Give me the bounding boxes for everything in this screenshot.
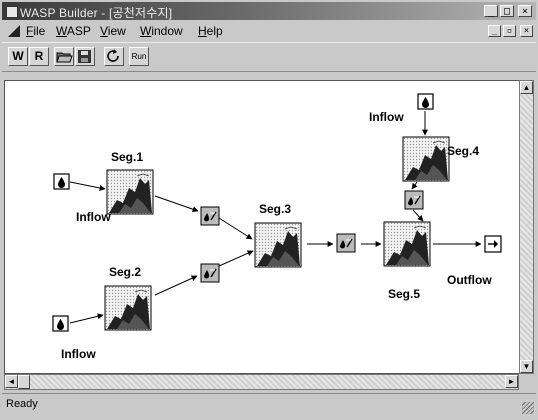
horizontal-scroll-thumb[interactable] xyxy=(18,375,30,389)
segment-2-label: Seg.2 xyxy=(109,265,141,279)
window-title: WASP Builder - [공천저수지] xyxy=(20,6,173,20)
diagram-svg: Seg.1 Seg.2 Seg.3 Seg.4 Seg.5 Inflow Inf… xyxy=(52,93,502,361)
scroll-left-button[interactable]: ◄ xyxy=(5,375,18,388)
maximize-button[interactable]: □ xyxy=(500,5,514,17)
outflow-label: Outflow xyxy=(447,273,492,287)
segment-2-icon[interactable] xyxy=(104,285,152,331)
inflow-2-label: Inflow xyxy=(61,347,96,361)
toolbar: W R Run xyxy=(2,42,536,72)
scroll-down-button[interactable]: ▼ xyxy=(520,360,533,373)
save-button[interactable] xyxy=(75,47,95,66)
save-disk-icon xyxy=(78,50,91,63)
segment-5-icon[interactable] xyxy=(383,221,431,267)
doc-minimize-button[interactable]: _ xyxy=(488,25,501,37)
exchange-link-3-icon[interactable] xyxy=(336,233,356,253)
segment-3-label: Seg.3 xyxy=(259,202,291,216)
status-text: Ready xyxy=(6,398,38,410)
segment-4-label: Seg.4 xyxy=(447,144,479,158)
inflow-3-label: Inflow xyxy=(369,110,404,124)
scrollbar-corner xyxy=(519,374,534,390)
close-button[interactable]: × xyxy=(518,5,532,17)
diagram-canvas[interactable]: Seg.1 Seg.2 Seg.3 Seg.4 Seg.5 Inflow Inf… xyxy=(4,80,520,374)
segment-1-icon[interactable] xyxy=(106,169,154,215)
exchange-link-1-icon[interactable] xyxy=(200,206,220,226)
refresh-button[interactable] xyxy=(104,47,124,66)
vertical-scrollbar[interactable]: ▲ ▼ xyxy=(519,80,534,374)
resize-grip-icon[interactable] xyxy=(522,402,534,414)
doc-close-button[interactable]: × xyxy=(520,25,533,37)
title-bar[interactable]: WASP Builder - [공천저수지] _ □ × xyxy=(2,2,536,20)
toolbar-w-button[interactable]: W xyxy=(8,47,28,66)
menu-bar: File WASP View Window Help _ ▫ × xyxy=(2,21,536,41)
inflow-2-icon[interactable] xyxy=(52,315,69,332)
segment-4-icon[interactable] xyxy=(402,136,450,182)
open-button[interactable] xyxy=(54,47,74,66)
refresh-icon xyxy=(107,49,119,62)
exchange-link-2-icon[interactable] xyxy=(200,263,220,283)
menu-window[interactable]: Window xyxy=(140,24,183,38)
status-bar: Ready xyxy=(2,393,536,416)
menu-wasp[interactable]: WASP xyxy=(56,24,91,38)
inflow-3-icon[interactable] xyxy=(417,93,434,110)
exchange-link-4-icon[interactable] xyxy=(404,190,424,210)
menu-file[interactable]: File xyxy=(26,24,46,38)
horizontal-scrollbar[interactable]: ◄ ► xyxy=(4,374,519,390)
open-folder-icon xyxy=(56,52,73,63)
minimize-button[interactable]: _ xyxy=(484,5,498,17)
segment-5-label: Seg.5 xyxy=(388,287,420,301)
inflow-1-icon[interactable] xyxy=(53,173,70,190)
menu-view[interactable]: View xyxy=(100,24,126,38)
segment-1-label: Seg.1 xyxy=(111,150,143,164)
menu-help[interactable]: Help xyxy=(198,24,223,38)
outflow-icon[interactable] xyxy=(484,235,502,253)
inflow-1-label: Inflow xyxy=(76,210,111,224)
toolbar-r-button[interactable]: R xyxy=(29,47,49,66)
segment-3-icon[interactable] xyxy=(254,222,302,268)
scroll-right-button[interactable]: ► xyxy=(505,375,518,388)
scroll-up-button[interactable]: ▲ xyxy=(520,81,533,94)
connector-lines xyxy=(69,111,482,324)
document-icon[interactable] xyxy=(8,25,20,37)
doc-restore-button[interactable]: ▫ xyxy=(503,25,516,37)
app-icon[interactable] xyxy=(6,6,18,18)
run-button[interactable]: Run xyxy=(129,47,149,66)
